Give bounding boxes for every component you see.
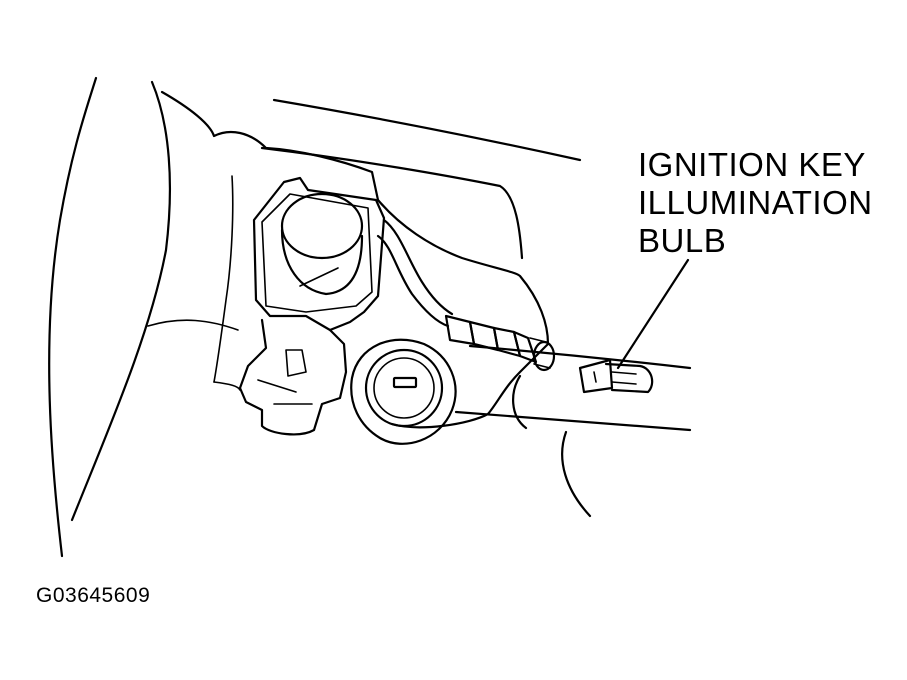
- shroud-lower-contour: [147, 319, 239, 331]
- ignition-lock-cylinder: [350, 338, 457, 445]
- mount-bracket-detail: [257, 349, 313, 405]
- lock-housing-outline: [160, 90, 550, 429]
- column-shroud-outline: [48, 76, 98, 558]
- column-tube-flange: [561, 430, 592, 518]
- column-tube-lower: [454, 410, 692, 432]
- figure-id: G03645609: [36, 584, 151, 607]
- callout-line-1: IGNITION KEY: [638, 146, 866, 183]
- mount-bracket: [238, 318, 348, 436]
- switch-cylinder-top: [280, 192, 364, 260]
- callout-label: IGNITION KEY ILLUMINATION BULB: [638, 146, 873, 260]
- wire-harness-b: [382, 218, 454, 316]
- housing-rib-2: [213, 381, 241, 391]
- switch-cylinder-mark: [299, 267, 339, 287]
- dash-panel-edge-upper: [272, 98, 582, 162]
- column-tube-collar: [512, 374, 528, 430]
- switch-block-face: [261, 193, 373, 313]
- switch-block: [252, 176, 386, 332]
- column-tube-upper: [468, 344, 692, 370]
- column-shroud-inner: [70, 80, 171, 522]
- dash-panel-edge-lower: [260, 146, 524, 260]
- callout-leader-line: [616, 258, 690, 370]
- housing-rib: [213, 175, 234, 383]
- callout-line-3: BULB: [638, 222, 727, 259]
- switch-cylinder-side: [280, 228, 364, 296]
- callout-line-2: ILLUMINATION: [638, 184, 873, 221]
- key-slot: [392, 376, 418, 389]
- wire-harness-a: [376, 234, 450, 328]
- illumination-bulb: [578, 358, 654, 394]
- bulb-socket-connector: [444, 314, 556, 372]
